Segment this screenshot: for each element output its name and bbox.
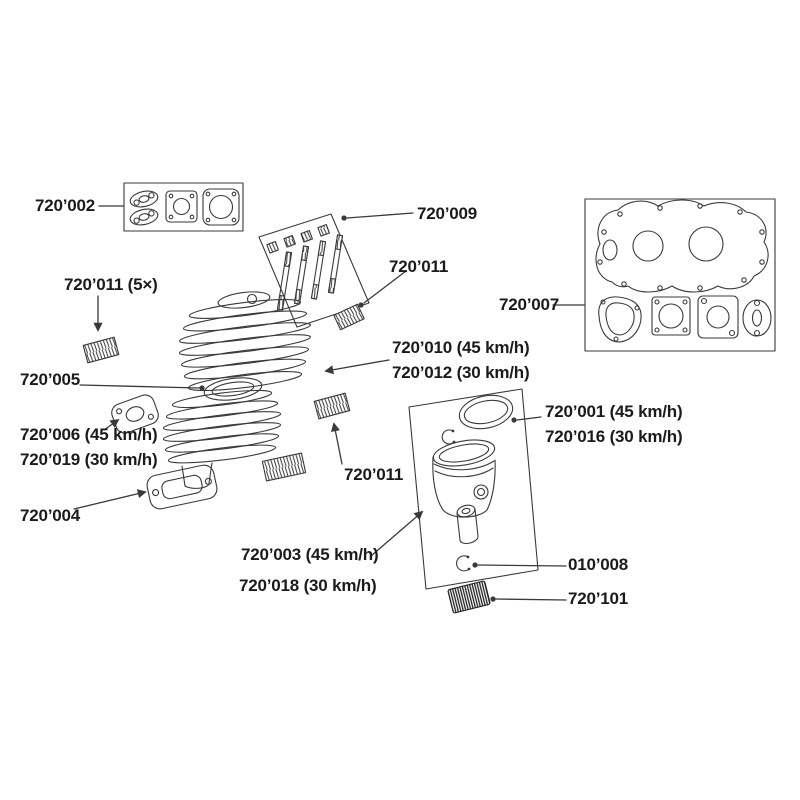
part-label-720-016: 720’016 (30 km/h) [545, 427, 683, 446]
part-label-720-012: 720’012 (30 km/h) [392, 363, 530, 382]
wrist-pin-drawing [456, 504, 479, 545]
head-gasket-drawing [203, 377, 263, 401]
knurled-nut-lower-drawing [261, 452, 307, 482]
exhaust-gasket-drawing [111, 394, 159, 434]
gasket-set-box-drawing [584, 198, 776, 352]
part-label-720-019: 720’019 (30 km/h) [20, 450, 158, 469]
part-label-720-006: 720’006 (45 km/h) [20, 425, 158, 444]
cylinder-drawing [162, 389, 282, 489]
knurled-nut-5x-drawing [82, 336, 120, 364]
studs-panel-drawing [258, 213, 370, 328]
needle-bearing-drawing [447, 580, 491, 614]
piston-ring-drawing [458, 394, 514, 430]
knurled-nut-drawing [333, 303, 365, 331]
cylinder-head-drawing [178, 291, 312, 392]
part-label-720-101: 720’101 [568, 589, 629, 608]
part-label-720-001: 720’001 (45 km/h) [545, 402, 683, 421]
piston-kit-panel-drawing [408, 388, 539, 590]
piston-drawing [432, 439, 496, 518]
part-label-720-011-top: 720’011 [389, 257, 449, 276]
part-label-720-018: 720’018 (30 km/h) [239, 576, 377, 595]
part-label-720-007: 720’007 [499, 295, 560, 314]
gasket-kit-box-drawing [123, 182, 244, 232]
circlip-upper-drawing [441, 429, 456, 445]
part-label-720-009: 720’009 [417, 204, 478, 223]
part-label-720-005: 720’005 [20, 370, 81, 389]
part-label-720-011-bottom: 720’011 [344, 465, 404, 484]
part-label-720-003: 720’003 (45 km/h) [241, 545, 379, 564]
base-gasket-drawing [146, 464, 218, 510]
part-label-720-011-5x: 720’011 (5×) [64, 275, 158, 294]
part-label-720-004: 720’004 [20, 506, 81, 525]
circlip-lower-drawing [456, 555, 471, 572]
leader-lines [73, 205, 585, 602]
part-label-720-002: 720’002 [35, 196, 96, 215]
part-label-720-010: 720’010 (45 km/h) [392, 338, 530, 357]
part-label-010-008: 010’008 [568, 555, 629, 574]
knurled-nut-upper-drawing [313, 392, 351, 420]
